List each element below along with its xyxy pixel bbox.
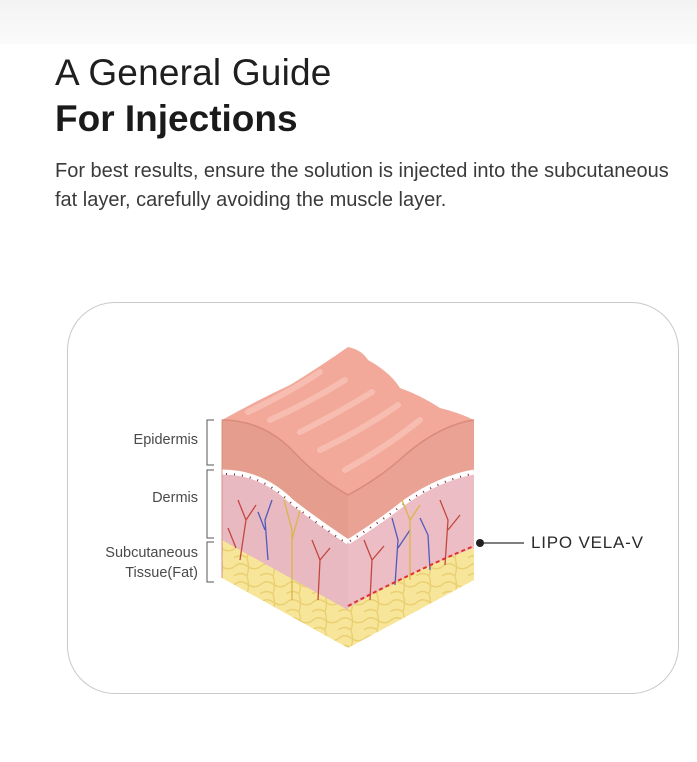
dermis-bracket (206, 469, 214, 539)
cube-left-face (221, 420, 350, 648)
cube-top-face (221, 347, 475, 496)
cube-right-face (346, 420, 475, 648)
layer-label-dermis: Dermis (152, 490, 198, 506)
lipo-vela-label: LIPO VELA-V (531, 533, 644, 552)
page-title-line-1: A General Guide (55, 52, 332, 93)
layer-label-epidermis: Epidermis (133, 432, 198, 448)
lipo-vela-pointer (476, 539, 524, 547)
layer-label-subcutaneous: Subcutaneous Tissue(Fat) (68, 543, 198, 583)
page-title-line-2: For Injections (55, 98, 298, 139)
epidermis-bracket (206, 419, 214, 466)
layer-label-subcutaneous-line-1: Subcutaneous (105, 545, 198, 561)
top-banner-strip (0, 0, 697, 44)
guide-description: For best results, ensure the solution is… (55, 160, 669, 211)
subcutaneous-bracket (206, 541, 214, 583)
layer-label-subcutaneous-line-2: Tissue(Fat) (125, 565, 198, 581)
